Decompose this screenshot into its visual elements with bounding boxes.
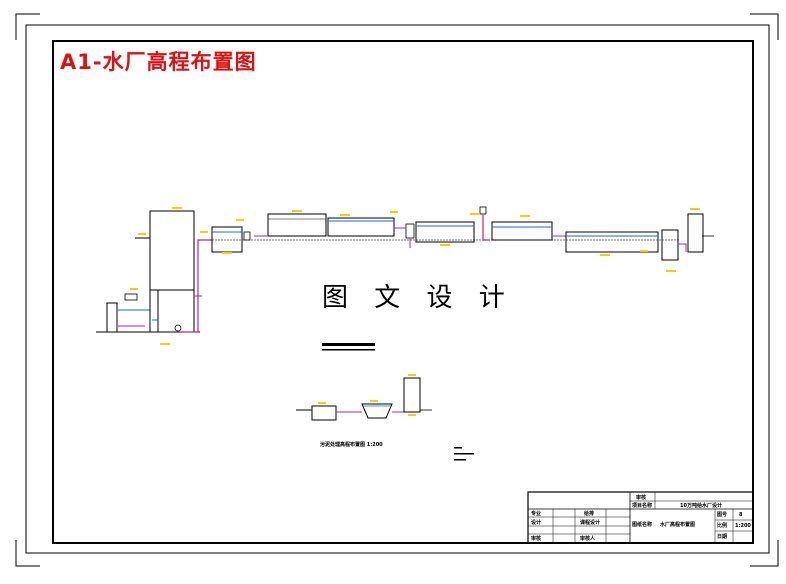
section-bar [322, 343, 375, 346]
tb-sheet-value: 8 [739, 512, 743, 518]
pump-house [149, 210, 195, 333]
tb-sheet-label: 图号 [717, 512, 728, 518]
secondary-pump-house [661, 229, 679, 261]
storage-tank [565, 231, 659, 253]
tb-col1-2: 审核 [531, 536, 542, 542]
tb-scale-value: 1:200 [735, 523, 751, 529]
wash-tower [479, 206, 487, 215]
tb-col2-1: 课程设计 [580, 520, 601, 526]
filter-tank [415, 221, 475, 243]
elevation-profile [96, 206, 714, 345]
tb-drawing-label: 图纸名称 [632, 522, 653, 528]
tb-col2-0: 给排 [584, 511, 595, 517]
tb-scale-label: 比例 [717, 523, 728, 529]
intake-well [106, 302, 118, 333]
tb-drawing-value: 水厂高程布置图 [660, 522, 696, 528]
drawing-title: A1-水厂高程布置图 [60, 50, 257, 74]
cut-mark-tr [750, 13, 779, 40]
tb-date-label: 日期 [717, 534, 728, 540]
title-block-grid [527, 491, 754, 544]
outer-border [25, 24, 770, 554]
tb-col1-0: 专业 [531, 511, 542, 517]
cut-mark-br [750, 540, 779, 567]
tb-col1-1: 设计 [531, 520, 542, 526]
tb-col2-2: 审核人 [580, 536, 596, 542]
tb-project-value: 10万吨给水厂设计 [680, 503, 722, 509]
cut-mark-tl [15, 13, 40, 40]
clear-water-tank [491, 221, 553, 241]
tb-project-label: 项目名称 [632, 503, 653, 509]
watermark-text: 图 文 设 计 [322, 283, 514, 313]
sludge-profile [296, 374, 432, 421]
sludge-caption: 污泥处理高程布置图 1:200 [320, 442, 383, 448]
flocculation-tank [267, 213, 327, 237]
tb-review-label: 审核 [636, 495, 647, 501]
cut-mark-bl [15, 540, 40, 567]
inner-frame [52, 40, 754, 544]
mixing-well [211, 226, 243, 253]
